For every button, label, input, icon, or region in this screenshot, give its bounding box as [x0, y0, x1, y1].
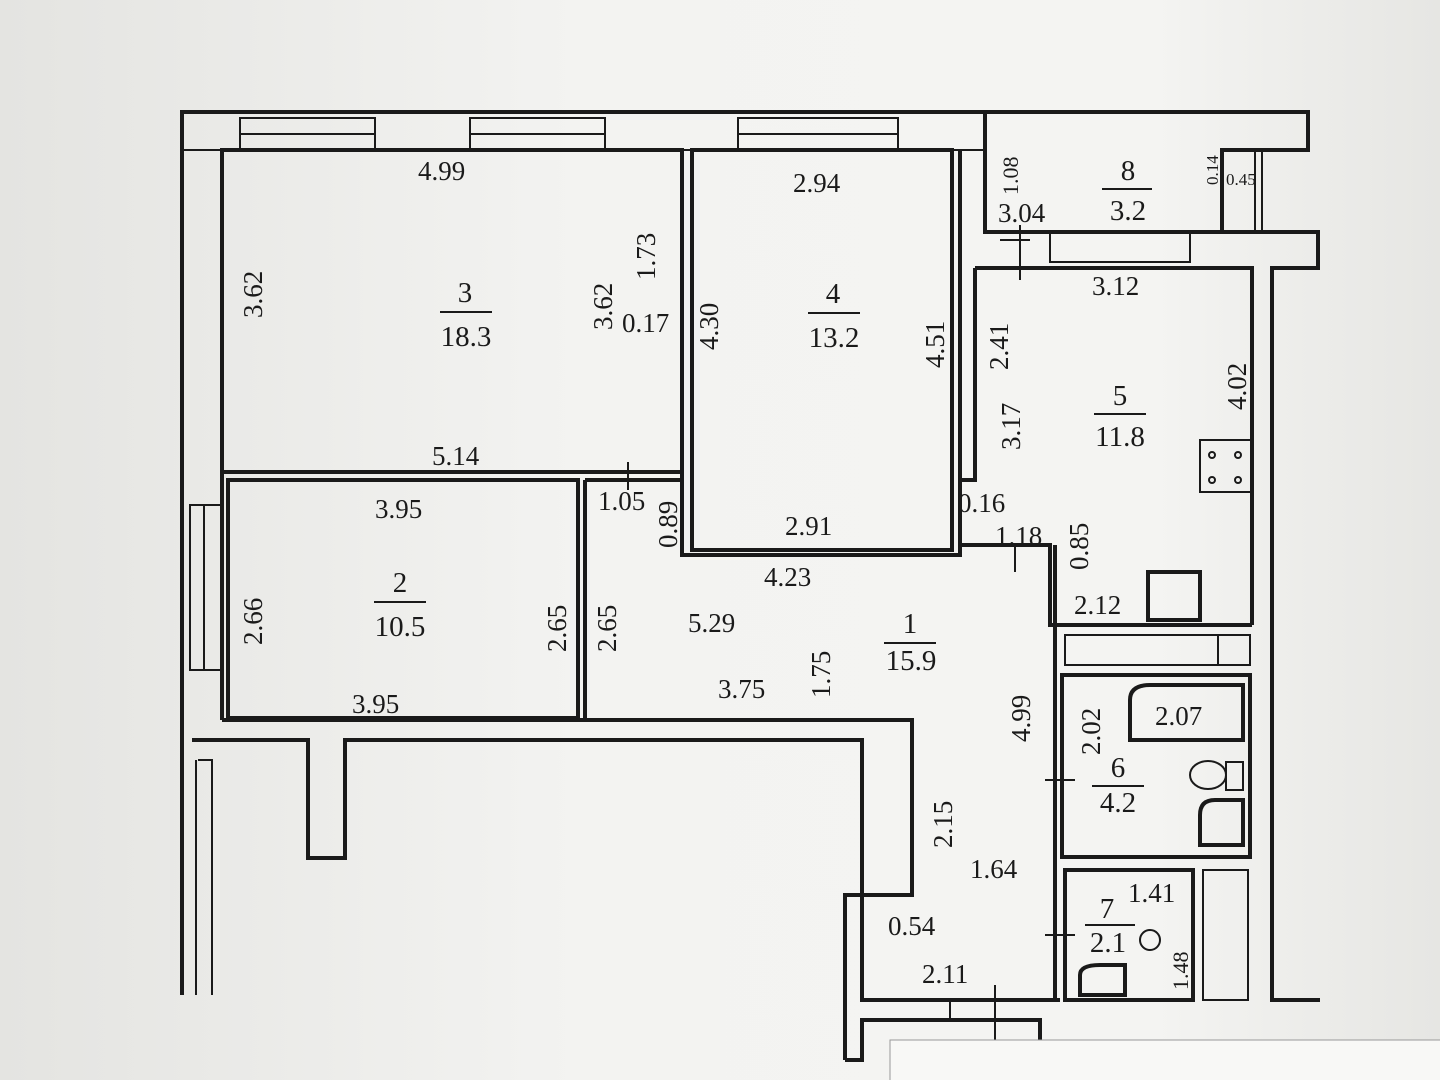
dim-label: 0.85: [1064, 523, 1094, 570]
room-number: 3: [458, 277, 473, 309]
room-number: 5: [1113, 380, 1128, 412]
dim-label: 1.75: [806, 651, 836, 698]
dim-label: 3.95: [375, 494, 422, 524]
dim-label: 4.99: [418, 156, 465, 186]
dim-label: 3.75: [718, 674, 765, 704]
dim-label: 2.65: [542, 605, 572, 652]
dim-label: 0.54: [888, 911, 936, 941]
dim-label: 5.14: [432, 441, 480, 471]
room-number: 8: [1121, 155, 1136, 187]
dim-label: 4.23: [764, 562, 811, 592]
room-area: 3.2: [1110, 195, 1146, 227]
dim-label: 3.62: [588, 283, 618, 330]
room-2: 210.5: [374, 567, 426, 643]
room-7: 72.1: [1085, 893, 1135, 959]
dim-label: 0.14: [1203, 155, 1222, 185]
room-labels: 318.3 413.2 83.2 511.8 210.5 115.9 64.2 …: [374, 155, 1152, 959]
room-area: 10.5: [375, 611, 426, 643]
dim-label: 0.16: [958, 488, 1005, 518]
dim-label: 1.18: [995, 521, 1042, 551]
dim-label: 2.07: [1155, 701, 1202, 731]
dim-label: 0.17: [622, 308, 669, 338]
room-number: 2: [393, 567, 408, 599]
dim-label: 2.11: [922, 959, 968, 989]
dim-label: 2.02: [1076, 708, 1106, 755]
dim-label: 3.12: [1092, 271, 1139, 301]
room-number: 4: [826, 278, 841, 310]
room-area: 18.3: [441, 321, 492, 353]
dim-label: 4.30: [694, 303, 724, 350]
dim-label: 1.41: [1128, 878, 1175, 908]
room-5: 511.8: [1094, 380, 1146, 453]
dim-label: 4.51: [920, 321, 950, 368]
dim-label: 5.29: [688, 608, 735, 638]
dim-label: 3.95: [352, 689, 399, 719]
dim-label: 2.15: [928, 801, 958, 848]
room-6: 64.2: [1092, 752, 1144, 819]
room-number: 6: [1111, 752, 1126, 784]
room-4: 413.2: [808, 278, 860, 354]
dim-label: 0.45: [1226, 170, 1256, 189]
dim-label: 3.62: [238, 271, 268, 318]
dimension-labels: 4.99 3.62 3.62 1.73 0.17 5.14 2.94 4.30 …: [238, 155, 1256, 990]
dim-label: 1.73: [631, 233, 661, 280]
room-3: 318.3: [440, 277, 492, 353]
dim-label: 4.99: [1006, 695, 1036, 742]
dim-label: 0.89: [653, 501, 683, 548]
room-area: 15.9: [886, 645, 937, 677]
dim-label: 4.02: [1222, 363, 1252, 410]
dim-label: 1.64: [970, 854, 1018, 884]
room-number: 7: [1100, 893, 1115, 925]
dim-label: 1.05: [598, 486, 645, 516]
room-number: 1: [903, 608, 918, 640]
dim-label: 1.48: [1168, 952, 1193, 991]
walls: [180, 110, 1320, 1062]
dim-label: 2.94: [793, 168, 841, 198]
dim-label: 1.08: [998, 157, 1023, 196]
room-area: 13.2: [809, 322, 860, 354]
dim-label: 2.12: [1074, 590, 1121, 620]
dim-label: 2.91: [785, 511, 832, 541]
room-8: 83.2: [1102, 155, 1152, 227]
paper-edge: [889, 1039, 1440, 1080]
dim-label: 2.66: [238, 598, 268, 645]
dim-label: 3.04: [998, 198, 1046, 228]
dim-label: 3.17: [996, 403, 1026, 450]
room-area: 2.1: [1090, 927, 1126, 959]
room-area: 4.2: [1100, 787, 1136, 819]
room-area: 11.8: [1095, 421, 1145, 453]
dim-label: 2.65: [592, 605, 622, 652]
dim-label: 2.41: [984, 323, 1014, 370]
room-1: 115.9: [884, 608, 936, 677]
